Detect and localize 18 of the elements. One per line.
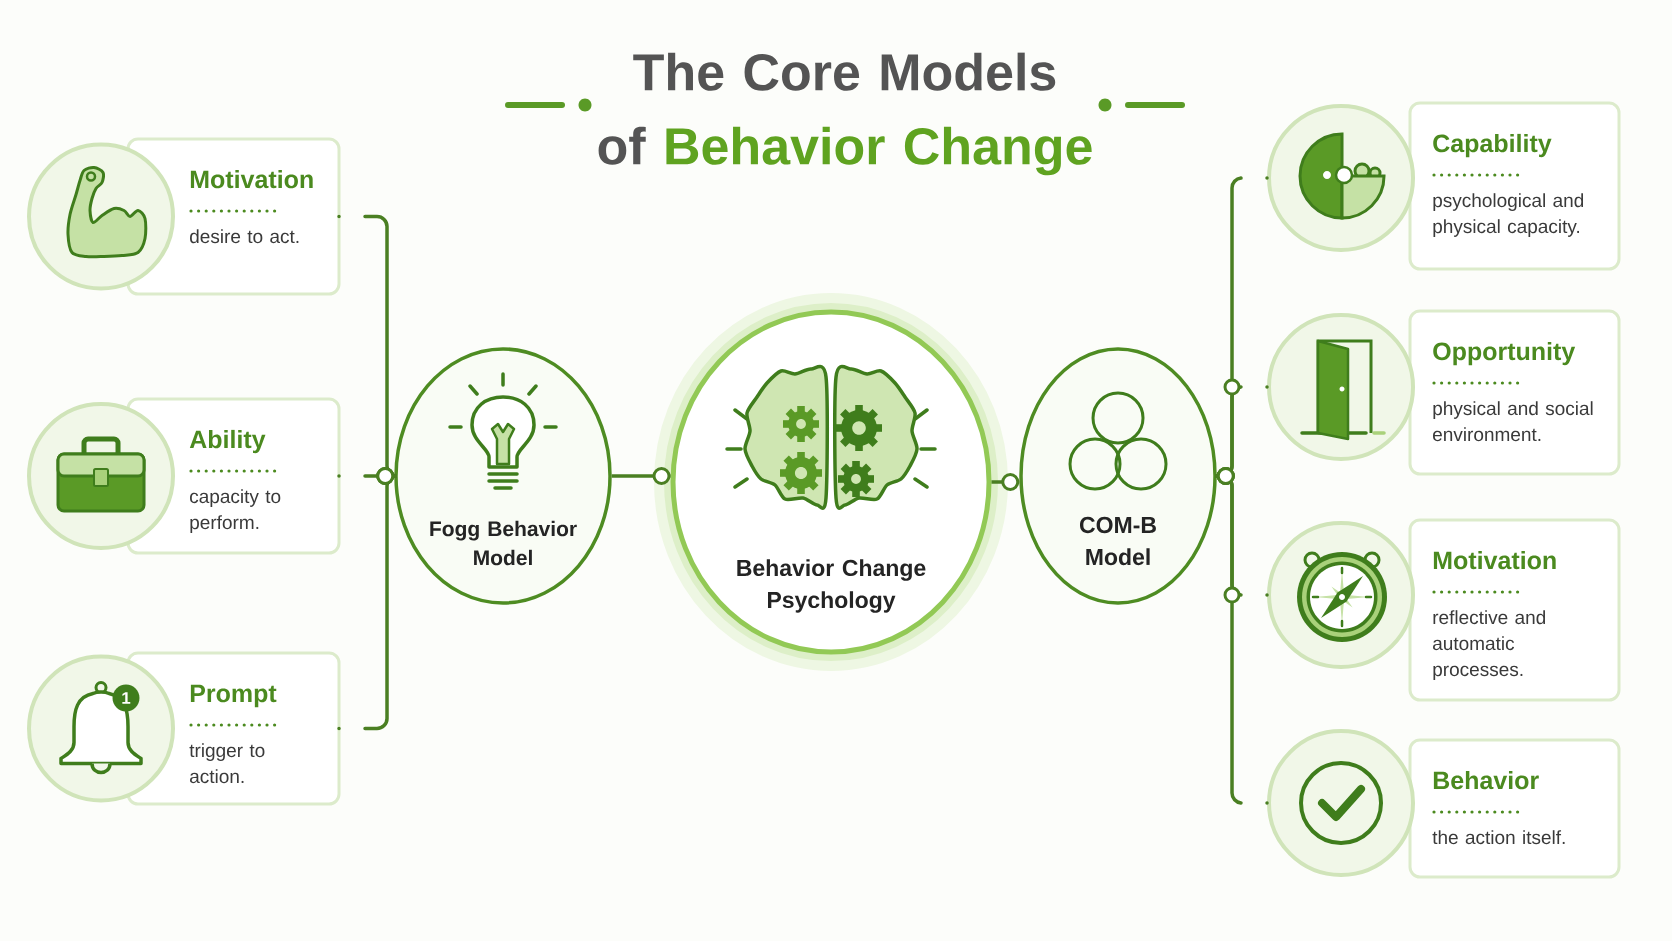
model-oval: COM-B Model xyxy=(1019,347,1217,605)
card-text: physical and social environment. xyxy=(1433,401,1593,442)
card-title: Capability xyxy=(1433,133,1552,158)
card-title: Motivation xyxy=(1433,550,1556,570)
card-text: psychological and physical capacity. xyxy=(1433,193,1584,237)
model-oval: Fogg Behavior Model xyxy=(394,347,612,605)
card-text: capacity to perform. xyxy=(190,489,281,533)
card-text: reflective and automatic processes. xyxy=(1433,610,1545,680)
card-text: trigger to action. xyxy=(189,743,265,784)
card-text: the action itself. xyxy=(1432,830,1565,845)
card-title: Prompt xyxy=(190,684,277,708)
card-title: Opportunity xyxy=(1433,341,1576,366)
title: The Core Models of Behavior Change xyxy=(598,52,1092,176)
notification-badge: 1 xyxy=(112,684,140,712)
card-title: Behavior xyxy=(1433,770,1539,790)
card-title: Ability xyxy=(189,429,266,454)
card-text: desire to act. xyxy=(190,229,299,244)
card-title: Motivation xyxy=(190,169,313,189)
